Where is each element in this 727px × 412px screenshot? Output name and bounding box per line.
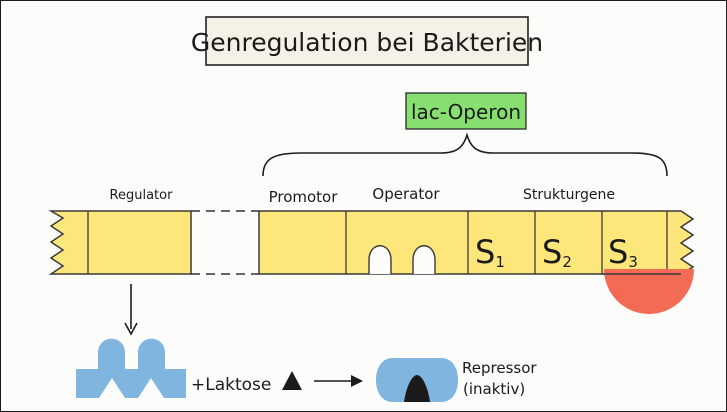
gene-s2-label: S2 [542,233,572,271]
enzyme-shape [604,269,694,314]
gene-s2-index: 2 [562,253,572,271]
operon-label: lac-Operon [411,100,521,124]
gene-s2-letter: S [542,233,562,271]
operator-binding-site [368,245,436,274]
repressor-label: Repressor [462,359,537,377]
promotor-label: Promotor [269,188,339,206]
bound-lactose-icon [404,375,430,402]
gene-s1-index: 1 [495,253,505,271]
plus-lactose-label: +Laktose [191,375,271,395]
repressor-state-label: (inaktiv) [463,380,525,398]
gene-s3-index: 3 [628,253,638,271]
regulator-arrow-head [124,322,138,336]
repressor-active-shape [76,338,186,398]
regulator-gene-segment [48,210,192,275]
regulator-label: Regulator [110,188,174,203]
operator-label: Operator [372,185,440,203]
operon-label-box [405,92,527,130]
gene-s1-label: S1 [475,233,505,271]
gene-s1-letter: S [475,233,495,271]
reaction-arrow-head [351,375,363,387]
page-title: Genregulation bei Bakterien [191,28,543,57]
strukturgene-label: Strukturgene [523,187,615,203]
lactose-triangle-icon [282,371,302,390]
gene-s3-label: S3 [608,233,638,271]
operon-brace [262,132,668,177]
gene-s3-letter: S [608,233,628,271]
title-box [205,16,529,66]
